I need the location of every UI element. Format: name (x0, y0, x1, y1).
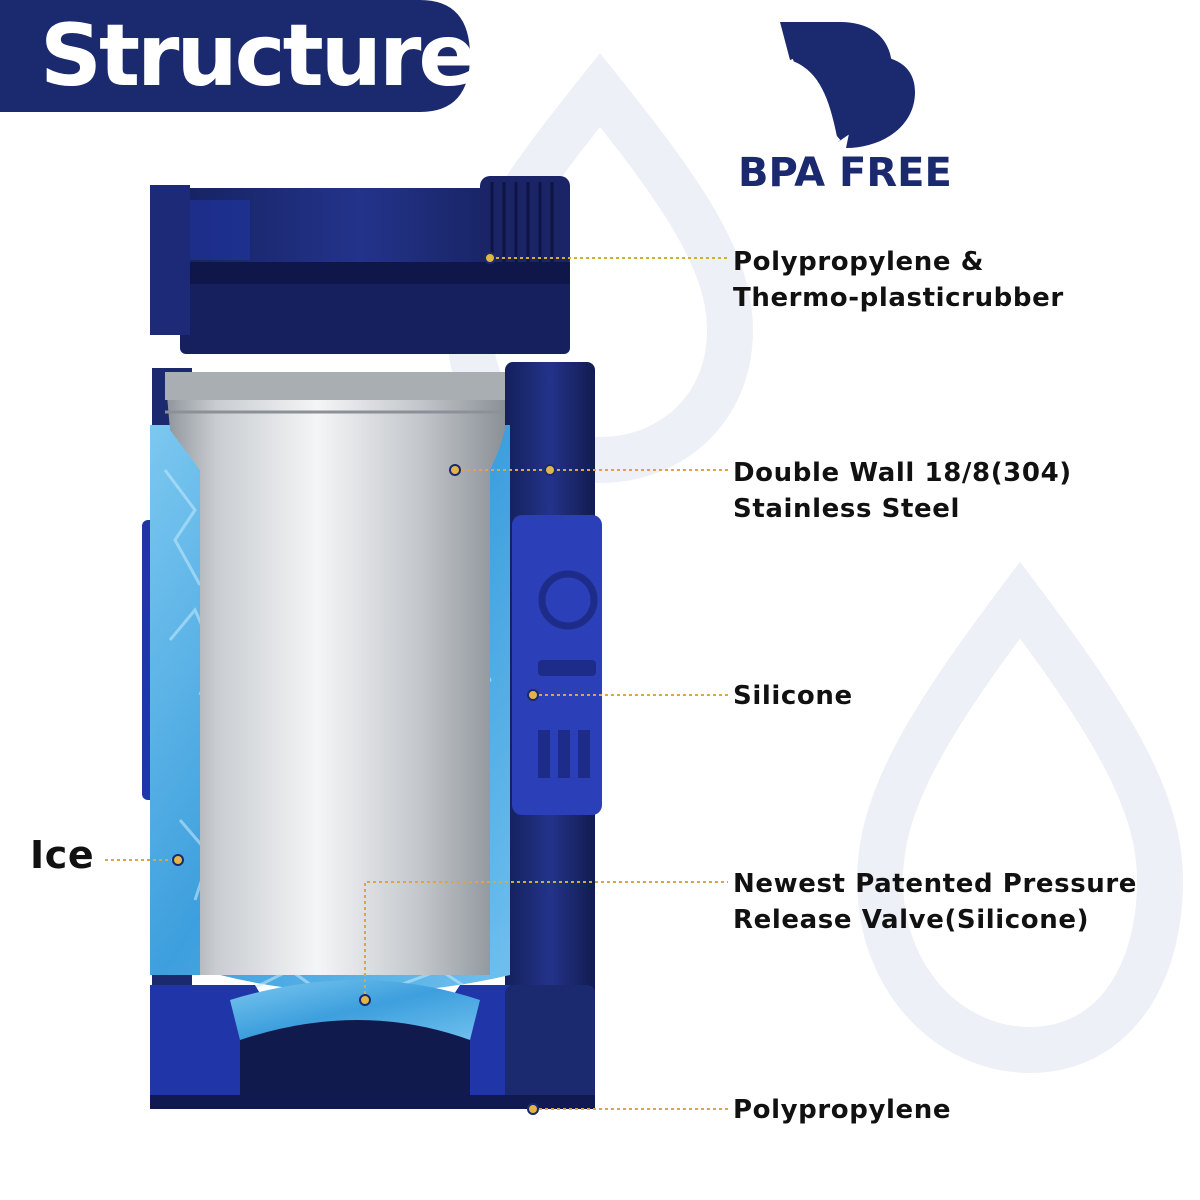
lid-material-label: Polypropylene & Thermo-plasticrubber (733, 244, 1064, 316)
base-material-label: Polypropylene (733, 1092, 951, 1128)
ice-label: Ice (30, 833, 95, 877)
base-material-line-1: Polypropylene (733, 1095, 952, 1125)
title-banner-shape (0, 0, 470, 112)
wall-material-line-2: Stainless Steel (733, 494, 961, 524)
wall-material-line-1: Double Wall 18/8(304) (733, 458, 1072, 488)
valve-label: Newest Patented Pressure Release Valve(S… (733, 866, 1137, 938)
page-title: Structure (40, 6, 477, 106)
valve-line-2: Release Valve(Silicone) (733, 905, 1090, 935)
lid-illustration (150, 176, 570, 354)
lid-material-line-1: Polypropylene & (733, 247, 985, 277)
silicone-line-1: Silicone (733, 681, 853, 711)
leaf-drop-icon (780, 22, 915, 148)
bpa-free-badge: BPA FREE (738, 150, 952, 196)
tumbler-body-illustration (142, 362, 602, 1109)
watermark-drop-right (856, 561, 1184, 1074)
lid-material-line-2: Thermo-plasticrubber (733, 283, 1064, 313)
valve-line-1: Newest Patented Pressure (733, 869, 1138, 899)
silicone-label: Silicone (733, 678, 853, 714)
wall-material-label: Double Wall 18/8(304) Stainless Steel (733, 455, 1072, 527)
leader-lines (105, 257, 728, 1110)
leader-dots (172, 252, 556, 1115)
